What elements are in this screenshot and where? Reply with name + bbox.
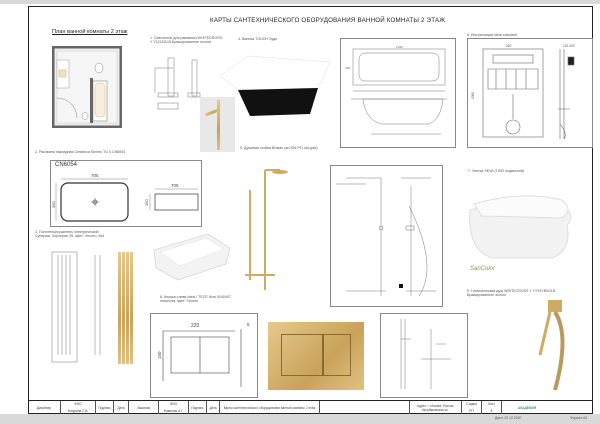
date-header-2: Дата xyxy=(209,405,217,410)
sign-header: Подпись xyxy=(98,405,111,410)
floor-plan xyxy=(52,46,122,128)
item-4-label: 4. Ванная TOUCH Чудо xyxy=(238,37,278,41)
stage-label: Стадия xyxy=(466,402,477,407)
page-title: КАРТЫ САНТЕХНИЧЕСКОГО ОБОРУДОВАНИЯ ВАННО… xyxy=(210,17,446,24)
sheet-frame xyxy=(28,6,593,414)
sheet-number: 8 xyxy=(490,408,493,413)
item-9-label: 9. Гигиенический душ WHITECROSS Y Y1Y5YB… xyxy=(467,289,556,298)
stage-value: РП xyxy=(469,408,474,413)
svg-text:705: 705 xyxy=(91,173,99,178)
bathtub-photo xyxy=(219,55,331,116)
paper-format: Формат А3 xyxy=(570,416,588,420)
toilet-photo xyxy=(469,195,572,259)
item-2-label: 2. Раковина накладная Ceramica Simmo TG … xyxy=(35,150,126,154)
item-3-label: 3. Полотенцесушитель электрический Сунер… xyxy=(35,230,105,239)
fio-header: ФИО xyxy=(74,402,82,407)
fio-header-2: ФИО xyxy=(169,402,178,407)
date-stamp: Дата: 22.12.2020 xyxy=(495,416,522,420)
academy-logo: АКАДЕМИЯ xyxy=(517,405,537,410)
svg-text:360: 360 xyxy=(51,201,56,208)
svg-text:5: 5 xyxy=(247,322,250,327)
plan-title: План ванной комнаты 2 этаж xyxy=(52,29,128,35)
svg-text:150: 150 xyxy=(157,351,162,359)
shower-drawing xyxy=(330,165,443,307)
towel-rail-photo xyxy=(118,252,133,364)
date-header: Дата xyxy=(117,405,125,410)
svg-text:220: 220 xyxy=(191,323,200,329)
svg-text:705: 705 xyxy=(171,183,179,188)
svg-text:120-200: 120-200 xyxy=(563,44,575,48)
sheet-name: Карты сантехнического оборудования ванно… xyxy=(223,405,316,410)
sink-model: CN6054 xyxy=(55,162,78,168)
flush-drawing: 220 150 5 xyxy=(150,313,258,398)
item-8-label: 8. Кнопка слива Ideal / TECE Now 9240407… xyxy=(160,295,232,304)
bathtub-drawing: 1700 700 xyxy=(340,38,456,148)
item-1-label: 1. Смеситель для раковины WHITECROSS Y Y… xyxy=(150,36,222,45)
faucet-drawing xyxy=(154,57,201,110)
installation-drawing: 520 120-200 1085 xyxy=(467,38,593,148)
item-6-label: 6. Инсталляция Ideal standard xyxy=(467,33,517,37)
designer-name: Кокурина С.В. xyxy=(67,408,89,413)
role-customer: Заказчик xyxy=(136,405,151,410)
flush-button-photo xyxy=(268,322,364,390)
svg-text:150: 150 xyxy=(144,199,149,206)
item-7-label: 7. Унитаз SEVA (TX00 подвесной) xyxy=(468,169,525,173)
brand-logo: SanColor xyxy=(470,266,496,272)
sheet-label: Лист xyxy=(488,402,495,407)
hygienic-shower-photo xyxy=(538,300,565,391)
svg-text:1085: 1085 xyxy=(471,92,475,99)
role-designer: Дизайнер xyxy=(36,405,52,410)
hygienic-shower-drawing xyxy=(380,313,468,398)
address: Адрес: г. Москва, Россия, Щербаковская у… xyxy=(416,403,455,412)
shower-photo xyxy=(245,169,288,290)
towel-rail-drawing xyxy=(51,251,101,363)
svg-text:700: 700 xyxy=(345,66,350,70)
sink-photo xyxy=(153,233,231,281)
sink-drawing: CN6054 705 705 360 150 xyxy=(50,160,202,227)
item-5-label: 5. Душевая стойка Bristan (art.SW-PD-nal… xyxy=(240,146,318,150)
svg-text:520: 520 xyxy=(506,44,512,48)
sign-header-2: Подпись xyxy=(191,405,204,410)
faucet-photo xyxy=(200,97,235,152)
svg-text:1700: 1700 xyxy=(396,45,403,49)
customer-name: Фамилия А.Г. xyxy=(163,408,184,413)
